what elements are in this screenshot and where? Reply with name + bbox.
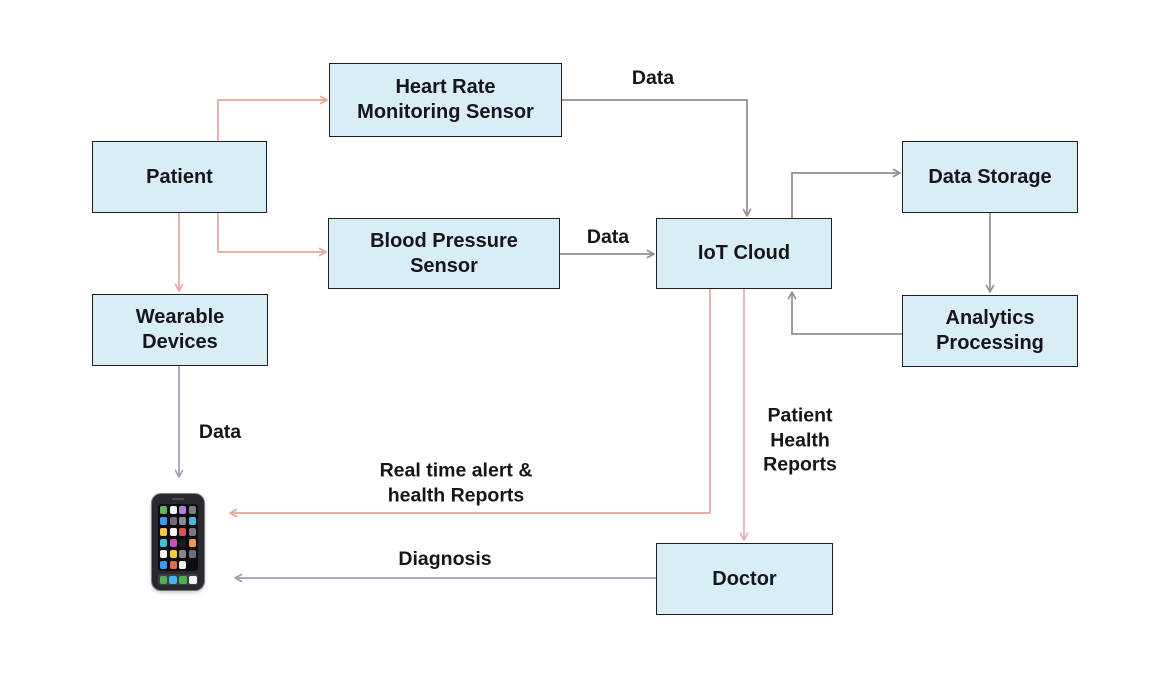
- edge-label-wearable-data: Data: [198, 420, 242, 443]
- app-tile: [179, 549, 187, 559]
- app-tile: [188, 538, 196, 548]
- app-tile: [160, 560, 168, 569]
- node-wearable-devices-label: Wearable Devices: [135, 306, 225, 353]
- edge-heart-rate-to-iot-cloud: [562, 99, 752, 217]
- edge-patient-to-heart-rate: [217, 95, 328, 141]
- edge-iot-cloud-to-data-storage: [791, 168, 901, 218]
- app-tile: [188, 549, 196, 559]
- node-heart-rate-sensor-label: Heart Rate Monitoring Sensor: [357, 76, 534, 123]
- node-blood-pressure-sensor: Blood Pressure Sensor: [328, 218, 560, 289]
- node-iot-cloud: IoT Cloud: [656, 218, 832, 289]
- dock-tile: [189, 575, 197, 584]
- app-tile: [169, 549, 177, 559]
- dock-tile: [169, 575, 177, 584]
- app-tile: [160, 527, 168, 537]
- smartphone-apps: [158, 504, 198, 571]
- edge-label-heart-rate-data: Data: [631, 66, 675, 89]
- edge-label-patient-health-reports: Patient Health Reports: [763, 404, 837, 476]
- app-tile: [179, 516, 187, 526]
- edge-iot-cloud-to-smartphone: [229, 289, 711, 518]
- node-iot-cloud-label: IoT Cloud: [697, 242, 791, 264]
- app-tile: [160, 516, 168, 526]
- node-blood-pressure-sensor-label: Blood Pressure Sensor: [370, 229, 518, 277]
- node-analytics-processing-label: Analytics Processing: [936, 307, 1044, 354]
- app-tile: [160, 549, 168, 559]
- app-tile: [160, 506, 168, 515]
- dock-tile: [159, 575, 167, 584]
- node-wearable-devices: Wearable Devices: [92, 294, 268, 366]
- phone-speaker: [172, 498, 184, 500]
- smartphone-dock: [158, 574, 198, 585]
- app-tile: [188, 516, 196, 526]
- app-tile: [169, 527, 177, 537]
- app-tile: [179, 560, 187, 569]
- node-data-storage-label: Data Storage: [928, 165, 1052, 188]
- app-tile: [169, 538, 177, 548]
- smartphone-icon: [152, 494, 204, 590]
- edge-label-diagnosis: Diagnosis: [398, 547, 492, 570]
- node-analytics-processing: Analytics Processing: [902, 295, 1078, 367]
- app-tile: [169, 560, 177, 569]
- app-tile: [179, 527, 187, 537]
- node-doctor-label: Doctor: [712, 567, 777, 590]
- dock-tile: [179, 575, 187, 584]
- app-tile: [169, 516, 177, 526]
- node-doctor: Doctor: [656, 543, 833, 615]
- edge-patient-to-blood-pressure: [217, 213, 327, 257]
- node-patient-label: Patient: [146, 165, 213, 188]
- node-patient: Patient: [92, 141, 267, 213]
- app-tile: [179, 538, 187, 548]
- app-tile: [188, 527, 196, 537]
- edge-label-blood-pressure-data: Data: [586, 225, 630, 248]
- edge-label-real-time-alert: Real time alert & health Reports: [379, 459, 533, 507]
- node-data-storage: Data Storage: [902, 141, 1078, 213]
- app-tile: [160, 538, 168, 548]
- app-tile: [169, 506, 177, 515]
- node-heart-rate-sensor: Heart Rate Monitoring Sensor: [329, 63, 562, 137]
- edge-analytics-to-iot-cloud: [787, 291, 902, 335]
- app-tile: [179, 506, 187, 515]
- app-tile: [188, 506, 196, 515]
